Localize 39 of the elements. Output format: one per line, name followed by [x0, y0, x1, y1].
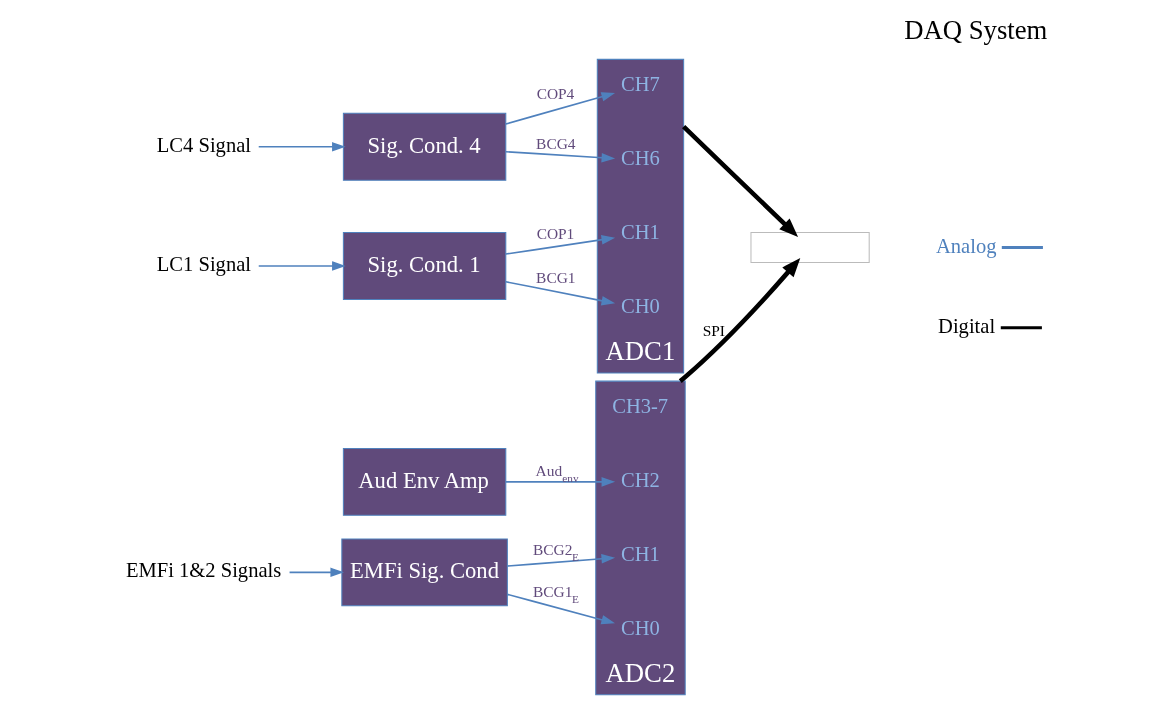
diagram-title: DAQ System — [904, 14, 1048, 45]
legend-label: Digital — [938, 314, 996, 337]
node-text: CH1 — [620, 542, 660, 565]
arrow — [505, 91, 616, 125]
arrow — [257, 260, 346, 271]
node-text: CH3-7 — [612, 394, 669, 417]
arrow — [257, 141, 346, 151]
arrow — [505, 150, 616, 162]
edge-label: BCG4 — [536, 134, 576, 152]
edge-label: BCG1 — [536, 268, 576, 286]
edge-label: BCG2$_{E}$ — [533, 540, 580, 563]
edge-label: SPI — [702, 321, 725, 339]
arrow — [682, 124, 799, 237]
edge-label: BCG1$_{E}$ — [533, 582, 580, 605]
arrow — [505, 234, 616, 255]
arrow — [505, 476, 616, 487]
node-text: CH1 — [620, 220, 660, 243]
arrow — [505, 280, 616, 305]
node-text: CH7 — [620, 72, 660, 95]
node-text: EMFi 1&2 Signals — [125, 558, 282, 581]
node-box: Sig. Cond. 4 — [342, 112, 507, 181]
node-text: CH0 — [620, 616, 660, 639]
arrow — [288, 567, 344, 577]
node-box: Sig. Cond. 1 — [342, 231, 507, 300]
arrow — [506, 593, 615, 624]
edge-label: Aud$_{env}$ — [535, 461, 579, 484]
edge-label: COP4 — [536, 84, 575, 102]
node-text: CH2 — [620, 468, 660, 491]
legend-label: Analog — [936, 234, 997, 257]
node-box: Aud Env Amp — [342, 447, 507, 516]
arrow — [506, 553, 616, 567]
node-text: CH0 — [620, 294, 660, 317]
node-text: LC1 Signal — [156, 252, 251, 275]
edge-label: COP1 — [536, 224, 575, 242]
node-text: LC4 Signal — [156, 133, 251, 156]
node-box: EMFi Sig. Cond — [341, 537, 508, 606]
arrow — [678, 257, 801, 383]
node-box — [750, 231, 870, 263]
node-text: CH6 — [620, 146, 660, 169]
